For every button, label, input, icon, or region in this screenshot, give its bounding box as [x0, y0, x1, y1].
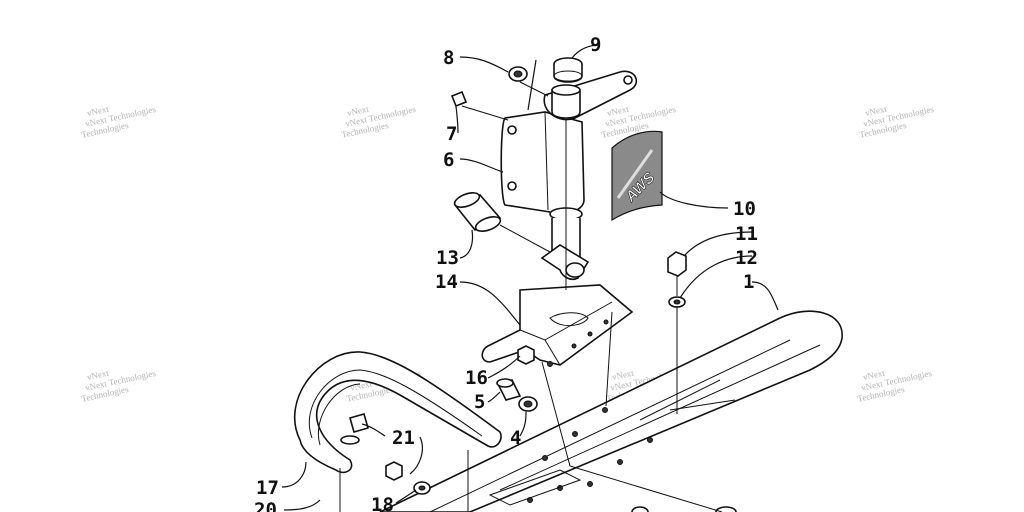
callout-17: 17	[256, 477, 279, 499]
watermark-text: vNext	[862, 368, 886, 382]
assembly-lines	[339, 81, 723, 512]
watermark-1: vNext vNext Technologies Technologies	[80, 104, 157, 140]
watermark-4: vNext vNext Technologies Technologies	[858, 104, 935, 140]
decal: AWS	[611, 130, 663, 222]
callouts: 8 9 7 6 10 11 12 1 13 14 16 5 4 21 17 18…	[254, 34, 758, 512]
watermark-2: vNext vNext Technologies Technologies	[340, 104, 417, 140]
callout-11: 11	[735, 223, 758, 245]
callout-4: 4	[510, 427, 521, 449]
callout-20: 20	[254, 499, 277, 512]
washer-12	[668, 296, 686, 308]
leader-lines	[281, 44, 779, 511]
ski-holes	[527, 407, 653, 503]
cap-plug	[553, 57, 583, 83]
ski-runner	[379, 310, 843, 512]
callout-13: 13	[436, 247, 459, 269]
watermark-5: vNext vNext Technologies Technologies	[80, 368, 157, 404]
spindle-housing	[500, 111, 590, 281]
callout-12: 12	[735, 247, 758, 269]
callout-1: 1	[743, 271, 754, 293]
steering-arm	[543, 70, 638, 121]
watermark-text: vNext	[611, 368, 635, 382]
ski-handle	[294, 351, 502, 474]
callout-5: 5	[474, 391, 485, 413]
bushing-21	[340, 413, 369, 445]
watermark-text: vNext	[346, 104, 370, 118]
nut-18	[385, 461, 403, 481]
bolt-lower	[631, 506, 737, 512]
watermark-text: vNext	[86, 104, 110, 118]
washer-8	[508, 66, 528, 82]
callout-21: 21	[392, 427, 415, 449]
callout-7: 7	[446, 123, 457, 145]
nut-11	[667, 251, 687, 277]
spacer-5	[496, 378, 522, 401]
watermark-text: vNext	[606, 104, 630, 118]
callout-10: 10	[733, 198, 756, 220]
watermark-8: vNext vNext Technologies Technologies	[856, 368, 933, 404]
nut-16	[517, 345, 535, 365]
callout-16: 16	[465, 367, 488, 389]
bushing-13	[453, 192, 502, 232]
spindle-saddle	[481, 284, 634, 367]
callout-18: 18	[371, 494, 394, 512]
grease-fitting	[450, 90, 468, 108]
callout-6: 6	[443, 149, 454, 171]
watermark-text: vNext	[864, 104, 888, 118]
washer-18	[413, 481, 431, 495]
washer-4	[518, 396, 538, 412]
watermark-text: vNext	[86, 368, 110, 382]
callout-14: 14	[435, 271, 458, 293]
callout-9: 9	[590, 34, 601, 56]
callout-8: 8	[443, 47, 454, 69]
